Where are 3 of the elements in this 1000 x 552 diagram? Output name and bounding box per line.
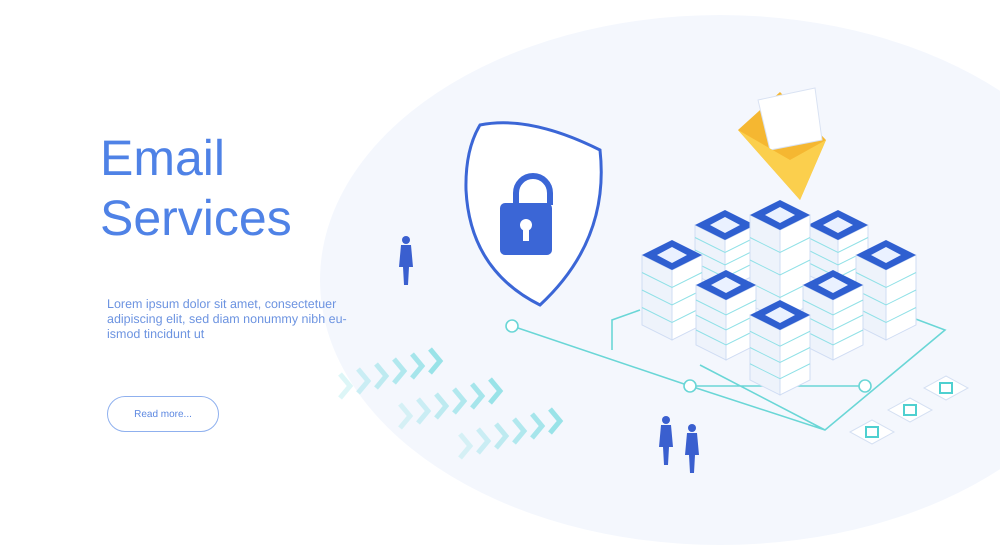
read-more-button: Read more... (107, 396, 219, 432)
page-title: Email Services (100, 129, 293, 248)
body-text: Lorem ipsum dolor sit amet, consectetuer adipiscing elit, sed diam nonummy nibh eu- ismod tincidunt ut (107, 297, 348, 342)
